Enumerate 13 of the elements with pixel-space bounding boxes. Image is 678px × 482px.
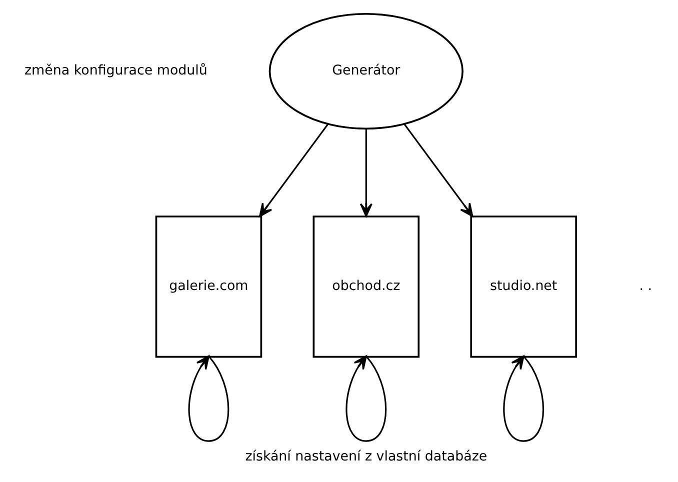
arrow [404,123,474,217]
arrow [259,123,329,217]
arrow [503,354,544,442]
label: . . [639,278,652,294]
label: získání nastavení z vlastní databáze [245,448,488,464]
label: změna konfigurace modulů [24,63,208,78]
arrow [188,354,230,442]
node-box: galerie.com [155,215,262,358]
arrow [360,128,372,216]
node-box: obchod.cz [312,215,420,358]
node-ellipse: Generátor [268,12,464,130]
arrow [346,354,387,442]
node-box: studio.net [470,215,577,358]
